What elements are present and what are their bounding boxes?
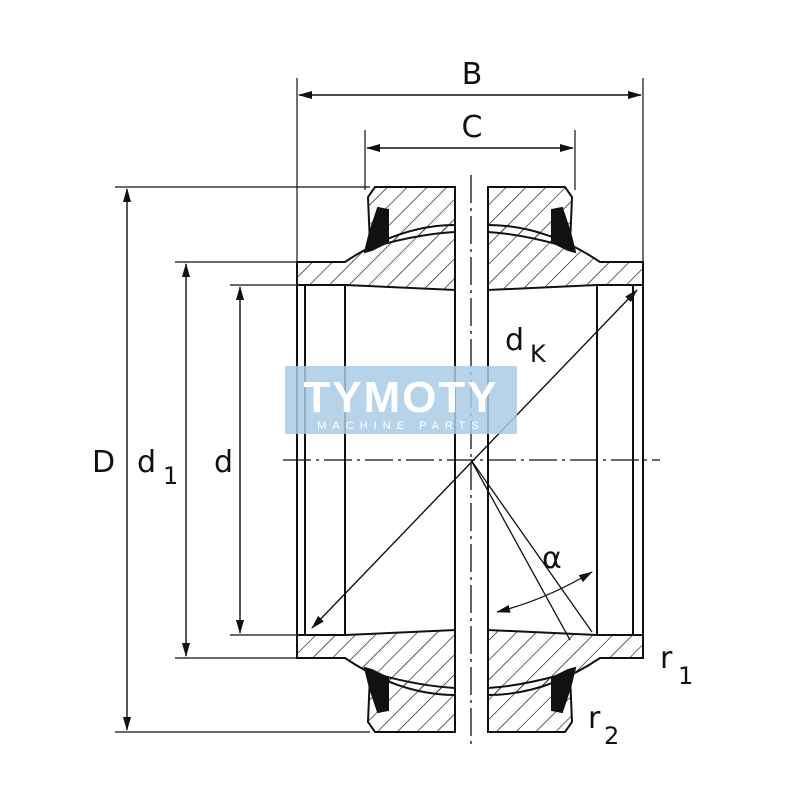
label-dK-sub: K bbox=[530, 340, 547, 368]
seal-top-right bbox=[551, 206, 577, 254]
extension-lines bbox=[115, 78, 644, 733]
watermark-tagline: MACHINE PARTS bbox=[317, 420, 484, 432]
watermark-brand: TYMOTY bbox=[303, 373, 498, 422]
label-r1: r bbox=[660, 641, 673, 676]
seal-top-left bbox=[363, 206, 389, 254]
label-r2-sub: 2 bbox=[604, 722, 619, 750]
label-B: B bbox=[462, 57, 483, 92]
dimension-lines bbox=[123, 91, 642, 731]
label-D: D bbox=[92, 445, 115, 480]
label-d1: d bbox=[137, 445, 156, 480]
label-d: d bbox=[214, 445, 233, 480]
seal-bottom-right bbox=[551, 666, 577, 714]
dim-dK bbox=[311, 289, 638, 629]
watermark-logo: TYMOTY MACHINE PARTS bbox=[285, 366, 517, 434]
seal-bottom-left bbox=[363, 666, 389, 714]
lower-section bbox=[296, 628, 644, 733]
upper-section bbox=[296, 186, 644, 292]
label-r2: r bbox=[588, 701, 601, 736]
label-d1-sub: 1 bbox=[163, 462, 178, 490]
label-r1-sub: 1 bbox=[678, 662, 693, 690]
label-dK: d bbox=[505, 323, 524, 358]
angle-lines bbox=[470, 459, 593, 641]
label-alpha: α bbox=[542, 541, 562, 576]
label-C: C bbox=[462, 110, 483, 145]
